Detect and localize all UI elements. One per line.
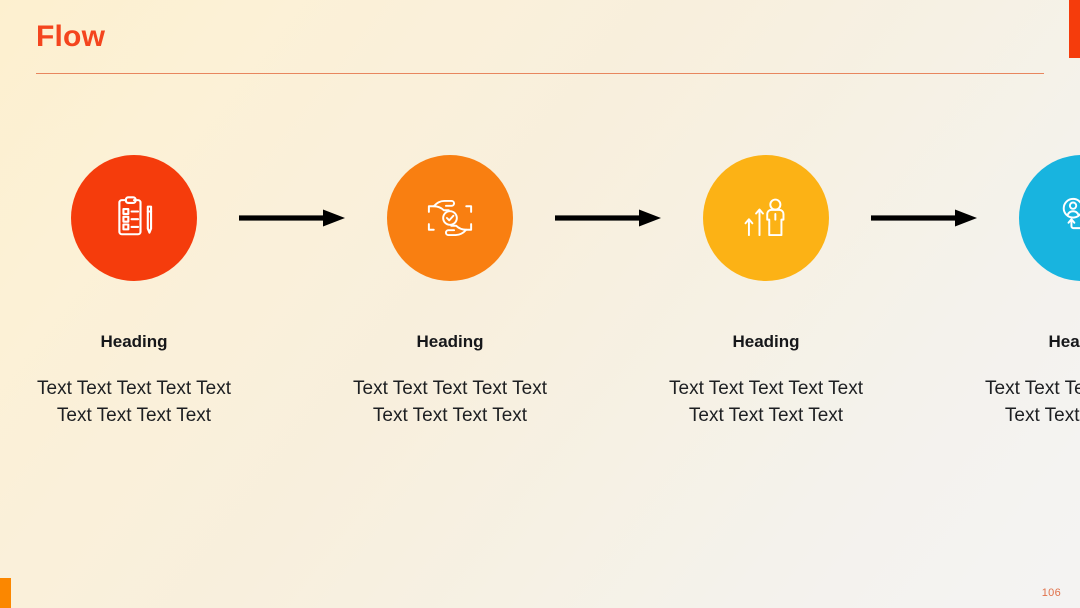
step-1-circle <box>71 155 197 281</box>
step-3-body: Text Text Text Text Text Text Text Text … <box>669 378 863 427</box>
page-number: 106 <box>1041 587 1061 599</box>
step-2-heading: Heading <box>416 332 484 351</box>
hands-holding-check-icon <box>424 192 476 244</box>
arrow-right-icon <box>555 207 661 229</box>
step-3-circle <box>703 155 829 281</box>
flow-step-4: Heading Text Text Text Text Text Text Te… <box>984 155 1080 430</box>
flow-step-3: Heading Text Text Text Text Text Text Te… <box>668 155 864 430</box>
step-1-body: Text Text Text Text Text Text Text Text … <box>37 378 231 427</box>
step-4-heading: Heading <box>1048 332 1080 351</box>
flow-diagram: Heading Text Text Text Text Text Text Te… <box>36 155 1080 430</box>
step-3-heading: Heading <box>732 332 800 351</box>
connector-2 <box>548 155 668 281</box>
arrow-right-icon <box>871 207 977 229</box>
step-4-body: Text Text Text Text Text Text Text Text … <box>985 378 1080 427</box>
step-1-heading: Heading <box>100 332 168 351</box>
corner-accent-top-right <box>1069 0 1080 58</box>
step-4-circle <box>1019 155 1080 281</box>
step-2-circle <box>387 155 513 281</box>
users-exchange-icon <box>1056 192 1080 244</box>
connector-3 <box>864 155 984 281</box>
flow-step-1: Heading Text Text Text Text Text Text Te… <box>36 155 232 430</box>
flow-step-2: Heading Text Text Text Text Text Text Te… <box>352 155 548 430</box>
connector-1 <box>232 155 352 281</box>
page-title: Flow <box>36 20 106 53</box>
title-divider <box>36 73 1044 74</box>
person-growth-arrows-icon <box>740 192 792 244</box>
corner-accent-bottom-left <box>0 578 11 608</box>
arrow-right-icon <box>239 207 345 229</box>
clipboard-checklist-pencil-icon <box>108 192 160 244</box>
step-2-body: Text Text Text Text Text Text Text Text … <box>353 378 547 427</box>
